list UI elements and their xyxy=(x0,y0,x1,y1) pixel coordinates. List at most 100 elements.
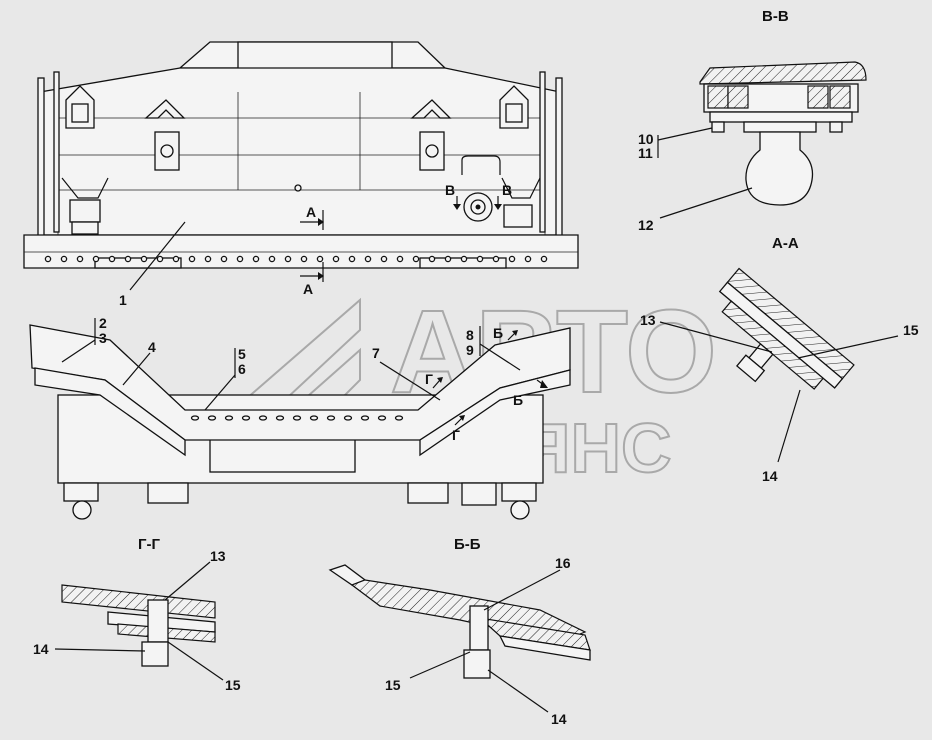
castor-wheel-right xyxy=(501,482,537,520)
callout-8: 8 xyxy=(466,327,474,343)
callout-14-bb: 14 xyxy=(551,711,567,727)
top-view-blade xyxy=(23,41,579,269)
section-gg-drawing xyxy=(61,584,216,667)
bolt-hole xyxy=(124,255,132,263)
callout-13-aa: 13 xyxy=(640,312,656,328)
bolt-hole xyxy=(540,255,548,263)
section-marker-v: В В xyxy=(445,182,512,210)
bolt-hole xyxy=(172,255,180,263)
bolt-hole xyxy=(236,255,244,263)
section-title-gg: Г-Г xyxy=(138,536,160,553)
callout-2: 2 xyxy=(99,315,107,331)
bolt-hole xyxy=(300,255,308,263)
callout-7: 7 xyxy=(372,345,380,361)
clamp-left xyxy=(154,131,180,171)
front-view-blade xyxy=(29,324,571,520)
callout-6: 6 xyxy=(238,361,246,377)
callout-15-bb: 15 xyxy=(385,677,401,693)
bolt-hole xyxy=(275,415,285,421)
callout-12: 12 xyxy=(638,217,654,233)
bolt-hole xyxy=(348,255,356,263)
mark-g-top: Г xyxy=(425,371,433,387)
bolt-hole xyxy=(190,415,200,421)
bolt-hole xyxy=(460,255,468,263)
callout-13-gg: 13 xyxy=(210,548,226,564)
bolt-hole xyxy=(207,415,217,421)
section-title-vv: В-В xyxy=(762,8,789,25)
callout-14-gg: 14 xyxy=(33,641,49,657)
mark-a-bottom: А xyxy=(303,281,313,297)
callout-11: 11 xyxy=(638,145,653,161)
bolt-hole xyxy=(332,255,340,263)
bolt-row-top xyxy=(44,255,548,263)
bolt-hole xyxy=(292,415,302,421)
bolt-hole xyxy=(377,415,387,421)
mark-b-top: Б xyxy=(493,325,503,341)
callout-1: 1 xyxy=(119,292,127,308)
bolt-hole xyxy=(394,415,404,421)
bolt-hole xyxy=(444,255,452,263)
bolt-hole xyxy=(252,255,260,263)
bolt-hole xyxy=(204,255,212,263)
bolt-hole xyxy=(92,255,100,263)
section-title-bb: Б-Б xyxy=(454,536,481,553)
bolt-hole xyxy=(284,255,292,263)
mark-b-bottom: Б xyxy=(513,392,523,408)
bolt-hole xyxy=(268,255,276,263)
callout-3: 3 xyxy=(99,330,107,346)
section-aa-drawing xyxy=(718,267,855,390)
callout-5: 5 xyxy=(238,346,246,362)
bolt-hole xyxy=(428,255,436,263)
callout-10: 10 xyxy=(638,131,654,147)
bolt-hole xyxy=(140,255,148,263)
section-title-aa: А-А xyxy=(772,235,799,252)
castor-wheel-left xyxy=(63,482,99,520)
hitch-ball xyxy=(463,192,493,222)
bolt-hole xyxy=(220,255,228,263)
mark-g-bottom: Г xyxy=(452,427,460,443)
bolt-hole xyxy=(156,255,164,263)
bolt-hole xyxy=(476,255,484,263)
bolt-hole xyxy=(108,255,116,263)
lifting-eye-left xyxy=(65,85,95,129)
mark-v-left: В xyxy=(445,182,455,198)
bolt-hole xyxy=(364,255,372,263)
bolt-hole xyxy=(241,415,251,421)
bolt-hole xyxy=(492,255,500,263)
bolt-hole xyxy=(343,415,353,421)
bolt-hole xyxy=(326,415,336,421)
section-marker-b: Б Б xyxy=(493,325,548,408)
bolt-hole xyxy=(258,415,268,421)
bolt-hole xyxy=(396,255,404,263)
section-marker-g: Г Г xyxy=(425,371,465,443)
bolt-row-front xyxy=(190,415,404,421)
callout-4: 4 xyxy=(148,339,156,355)
bolt-hole xyxy=(224,415,234,421)
bolt-hole xyxy=(360,415,370,421)
bolt-hole xyxy=(188,255,196,263)
callout-16: 16 xyxy=(555,555,571,571)
bolt-hole xyxy=(60,255,68,263)
bolt-hole xyxy=(309,415,319,421)
callout-15-aa: 15 xyxy=(903,322,919,338)
handle xyxy=(461,155,501,175)
bolt-hole xyxy=(76,255,84,263)
bolt-hole xyxy=(44,255,52,263)
bolt-hole xyxy=(316,255,324,263)
section-bb-drawing xyxy=(328,564,591,679)
callout-9: 9 xyxy=(466,342,474,358)
mark-v-right: В xyxy=(502,182,512,198)
section-marker-a: А А xyxy=(300,204,324,297)
mark-a-top: А xyxy=(306,204,316,220)
side-bracket-left xyxy=(61,177,109,235)
callout-14-aa: 14 xyxy=(762,468,778,484)
section-vv-drawing xyxy=(699,61,867,206)
callout-15-gg: 15 xyxy=(225,677,241,693)
bolt-hole xyxy=(508,255,516,263)
bolt-hole xyxy=(524,255,532,263)
bolt-hole xyxy=(412,255,420,263)
side-bracket-right xyxy=(501,177,541,228)
bolt-hole xyxy=(380,255,388,263)
lifting-eye-right xyxy=(499,85,529,129)
